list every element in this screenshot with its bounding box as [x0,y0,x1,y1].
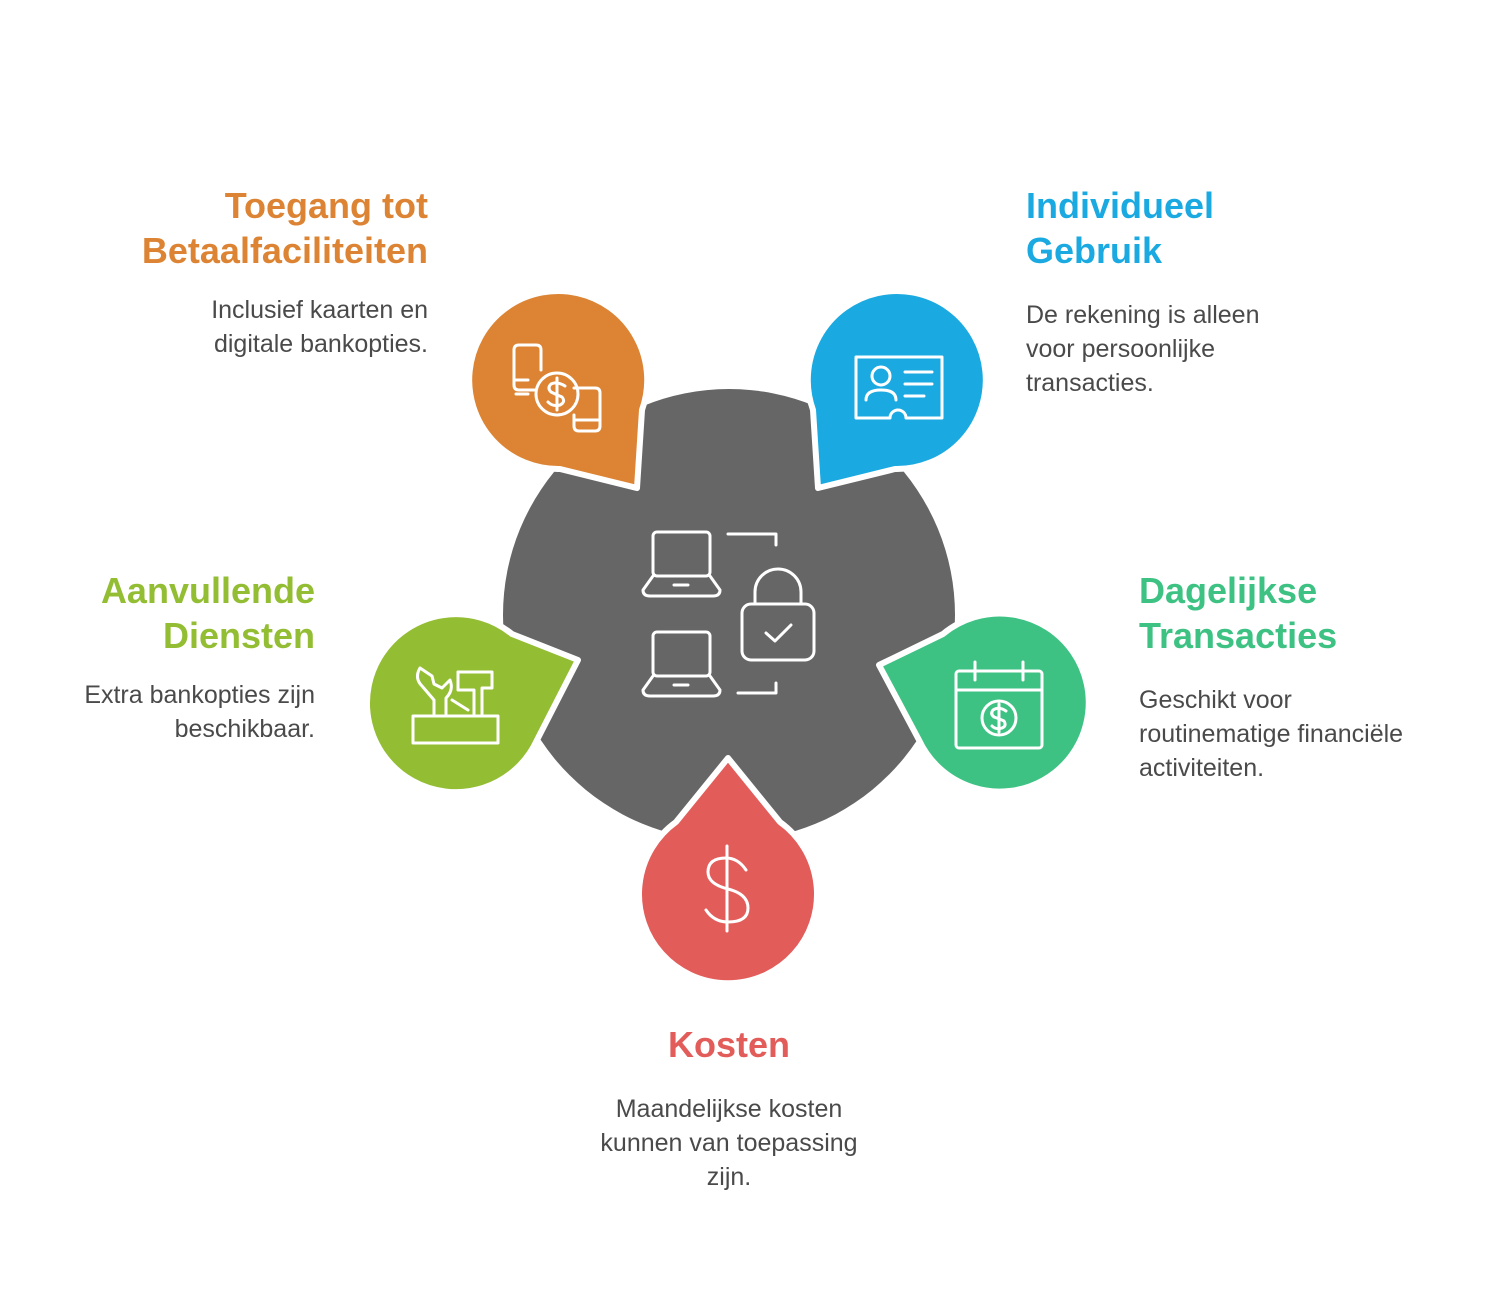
item-payment: Toegang tot Betaalfaciliteiten Inclusief… [60,183,428,361]
drop-extra[interactable] [363,611,581,796]
calendar-dollar-icon [954,660,1044,750]
daily-text: Geschikt voor routinematige financiële a… [1139,686,1404,782]
drop-individual[interactable] [804,288,989,491]
drop-individual-shape [804,288,989,491]
extra-text: Extra bankopties zijn beschikbaar. [84,681,315,743]
item-individual: Individueel Gebruik De rekening is allee… [1026,183,1446,400]
secure-laptops-icon [641,530,816,698]
individual-title: Individueel Gebruik [1026,185,1215,271]
drop-extra-shape [363,611,581,796]
payment-text: Inclusief kaarten en digitale bankopties… [211,296,428,358]
id-card-icon [854,355,944,420]
mobile-payment-icon [512,343,602,433]
costs-text: Maandelijkse kosten kunnen van toepassin… [600,1095,858,1191]
item-costs: Kosten Maandelijkse kosten kunnen van to… [529,1022,929,1194]
individual-text: De rekening is alleen voor persoonlijke … [1026,301,1260,397]
dollar-icon [704,844,750,933]
extra-title: Aanvullende Diensten [100,570,315,656]
toolbox-icon [411,666,500,745]
item-extra: Aanvullende Diensten Extra bankopties zi… [20,568,315,746]
daily-title: Dagelijkse Transacties [1139,570,1338,656]
item-daily: Dagelijkse Transacties Geschikt voor rou… [1139,568,1494,785]
payment-title: Toegang tot Betaalfaciliteiten [141,185,428,271]
costs-title: Kosten [667,1024,790,1065]
center-hub [503,389,955,841]
